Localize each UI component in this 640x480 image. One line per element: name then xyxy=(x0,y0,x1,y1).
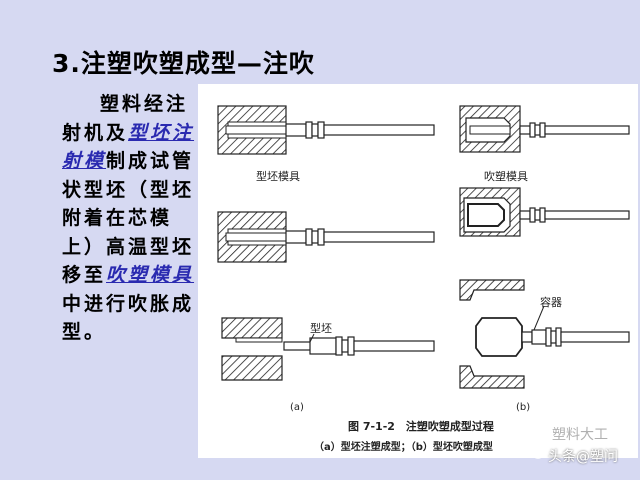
body-paragraph: 塑料经注射机及型坯注射模制成试管状型坯（型坯附着在芯模上）高温型坯移至吹塑模具中… xyxy=(62,90,202,347)
link-blow-mold[interactable]: 吹塑模具 xyxy=(106,264,195,286)
figure-caption-title: 图 7-1-2 注塑吹塑成型过程 xyxy=(348,420,494,433)
paragraph-part-3: 中进行吹胀成型。 xyxy=(62,292,195,344)
blow-mold-open xyxy=(459,279,630,389)
label-b: (b) xyxy=(516,402,531,413)
watermark-logo-icon xyxy=(531,445,545,459)
parison-mold-closed xyxy=(217,105,435,155)
parison-mold-open xyxy=(221,317,435,381)
blow-mold-closed xyxy=(459,105,630,153)
label-blow-mold: 吹塑模具 xyxy=(484,170,528,183)
label-parison-mold: 型坯模具 xyxy=(256,170,300,183)
label-parison: 型坯 xyxy=(310,322,332,335)
slide-title: 3.注塑吹塑成型—注吹 xyxy=(52,49,315,78)
figure-caption-sub: （a）型坯注塑成型；（b）型坯吹塑成型 xyxy=(314,442,493,453)
watermark-text: 头条@塑问 xyxy=(548,449,618,465)
paragraph-part-1: 塑料经注射机及 xyxy=(62,93,189,144)
link-parison-injection-mold[interactable]: 型坯注射模 xyxy=(62,121,195,173)
label-a: (a) xyxy=(290,402,304,413)
process-diagram xyxy=(217,105,630,389)
paragraph-part-2: 制成试管状型坯（型坯附着在芯模上）高温型坯移至 xyxy=(62,150,195,286)
blow-mold-inflating xyxy=(459,187,630,237)
label-container: 容器 xyxy=(540,296,562,309)
watermark-faint-text: 塑料大工 xyxy=(552,427,608,443)
parison-mold-step-2 xyxy=(217,211,435,263)
process-figure: 型坯模具 吹塑模具 型坯 容器 (a) (b) 图 7-1-2 注塑吹塑成型过程… xyxy=(198,84,638,458)
